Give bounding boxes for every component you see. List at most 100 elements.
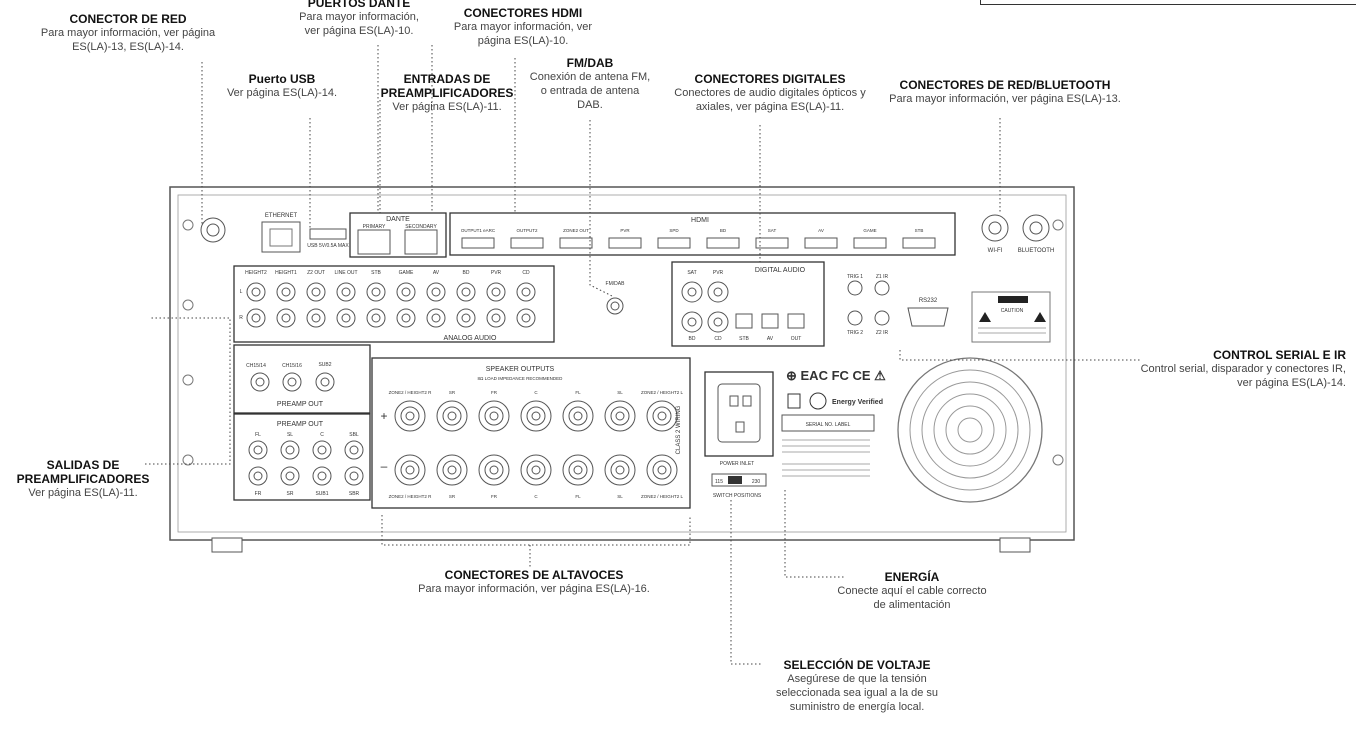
speaker-outputs: SPEAKER OUTPUTS 8Ω LOAD IMPEDANCE RECOMM… bbox=[371, 357, 691, 509]
callout-power: ENERGÍA Conecte aquí el cable correcto d… bbox=[836, 570, 988, 612]
dante-ports: DANTE PRIMARY SECONDARY bbox=[349, 212, 447, 258]
callout-fmdab-title: FM/DAB bbox=[566, 56, 614, 70]
binding-post bbox=[604, 400, 636, 432]
preamp-out-label: C bbox=[320, 432, 324, 438]
callout-network: CONECTOR DE RED Para mayor información, … bbox=[30, 12, 226, 54]
hdmi-port-label: AV bbox=[818, 228, 824, 233]
binding-post-center bbox=[489, 411, 499, 421]
preamp-jack bbox=[312, 440, 332, 460]
top-border-box bbox=[980, 0, 1356, 5]
rca-jack-center bbox=[371, 287, 381, 297]
binding-post bbox=[478, 400, 510, 432]
speaker-label-bottom: C bbox=[534, 494, 538, 499]
callout-digital-text: Conectores de audio digitales ópticos y … bbox=[674, 87, 866, 113]
hdmi-port-label: BD bbox=[720, 228, 727, 233]
binding-post-ring bbox=[652, 406, 672, 426]
preamp-jack-center bbox=[317, 471, 327, 481]
binding-post-center bbox=[573, 411, 583, 421]
callout-preamp-out-text: Ver página ES(LA)-11. bbox=[28, 487, 138, 499]
hdmi-port-label: SPD bbox=[669, 228, 679, 233]
v230-label: 230 bbox=[752, 479, 761, 485]
binding-post bbox=[604, 454, 636, 486]
coax-jack bbox=[707, 281, 729, 303]
speaker-label-bottom: SL bbox=[617, 494, 623, 499]
caution-label: CAUTION bbox=[971, 291, 1051, 343]
rca-jack-center bbox=[281, 287, 291, 297]
hdmi-port bbox=[559, 237, 593, 249]
analog-jack-label: HEIGHT1 bbox=[275, 270, 297, 276]
binding-post-ring bbox=[568, 406, 588, 426]
binding-post-center bbox=[405, 465, 415, 475]
preamp-jack-center bbox=[285, 445, 295, 455]
rca-jack bbox=[306, 308, 326, 328]
dante-primary-label: PRIMARY bbox=[363, 224, 386, 230]
rca-jack bbox=[366, 282, 386, 302]
binding-post bbox=[394, 454, 426, 486]
ch-label-2: CH15/16 bbox=[282, 363, 302, 369]
speaker-label-top: FL bbox=[575, 390, 581, 395]
callout-dante-text: Para mayor información, ver página ES(LA… bbox=[299, 11, 419, 37]
sub2-label: SUB2 bbox=[318, 362, 331, 368]
trigger-ir-ports: TRIG 1 TRIG 2 Z1 IR Z2 IR bbox=[847, 274, 890, 336]
speaker-label-bottom: ZONE2 / HEIGHT2 R bbox=[389, 494, 433, 499]
dante-label: DANTE bbox=[386, 216, 410, 223]
rca-jack bbox=[366, 308, 386, 328]
digital-coax-label: PVR bbox=[713, 270, 724, 276]
rca-jack bbox=[336, 308, 356, 328]
rca-jack bbox=[306, 282, 326, 302]
binding-post-center bbox=[531, 465, 541, 475]
binding-post bbox=[394, 400, 426, 432]
serial-label: SERIAL NO. LABEL bbox=[806, 422, 851, 428]
bluetooth-antenna: BLUETOOTH bbox=[1018, 214, 1055, 254]
binding-post-center bbox=[489, 465, 499, 475]
power-inlet: POWER INLET 115 230 SWITCH POSITIONS bbox=[704, 371, 774, 499]
rca-jack bbox=[276, 282, 296, 302]
cooling-fan-grille bbox=[897, 357, 1043, 503]
coax-jack bbox=[681, 281, 703, 303]
binding-post bbox=[562, 400, 594, 432]
dante-secondary-label: SECONDARY bbox=[405, 224, 437, 230]
rca-jack-center bbox=[491, 313, 501, 323]
digital-jack-label: BD bbox=[689, 336, 696, 342]
rca-jack-center bbox=[461, 313, 471, 323]
right-channel-label: R bbox=[239, 315, 243, 321]
binding-post bbox=[478, 454, 510, 486]
wifi-antenna-right: WI-FI bbox=[981, 214, 1009, 254]
rca-jack bbox=[456, 282, 476, 302]
binding-post bbox=[520, 454, 552, 486]
binding-post-ring bbox=[526, 406, 546, 426]
rca-jack bbox=[276, 308, 296, 328]
binding-post-center bbox=[447, 411, 457, 421]
analog-jack-label: PVR bbox=[491, 270, 502, 276]
callout-preamp-out-title: SALIDAS DE PREAMPLIFICADORES bbox=[16, 458, 150, 486]
speaker-label-top: ZONE2 / HEIGHT2 R bbox=[389, 390, 433, 395]
preamp-jack-center bbox=[349, 445, 359, 455]
callout-bluetooth-title: CONECTORES DE RED/BLUETOOTH bbox=[899, 78, 1111, 92]
rca-jack bbox=[396, 282, 416, 302]
analog-jack-label: BD bbox=[463, 270, 470, 276]
callout-preamp-out: SALIDAS DE PREAMPLIFICADORES Ver página … bbox=[8, 458, 158, 500]
coax-jack bbox=[707, 311, 729, 333]
binding-post-ring bbox=[568, 460, 588, 480]
speaker-label-bottom: SR bbox=[449, 494, 456, 499]
rca-jack-center bbox=[311, 313, 321, 323]
callout-speakers: CONECTORES DE ALTAVOCES Para mayor infor… bbox=[416, 568, 652, 596]
hdmi-port-label: ZONE2 OUT bbox=[563, 228, 589, 233]
preamp-out-label: SL bbox=[287, 432, 293, 438]
rca-jack-center bbox=[521, 287, 531, 297]
bluetooth-label: BLUETOOTH bbox=[1018, 248, 1055, 254]
hdmi-port bbox=[902, 237, 936, 249]
fm-dab-antenna: FM/DAB bbox=[606, 281, 625, 315]
plus-sign: + bbox=[380, 409, 387, 423]
preamp-jack-center bbox=[317, 445, 327, 455]
analog-jack-label: HEIGHT2 bbox=[245, 270, 267, 276]
preamp-out-label: FL bbox=[255, 432, 261, 438]
binding-post bbox=[520, 400, 552, 432]
hdmi-port bbox=[706, 237, 740, 249]
preamp-jack-center bbox=[285, 471, 295, 481]
z1ir-label: Z1 IR bbox=[876, 274, 889, 280]
hdmi-port bbox=[608, 237, 642, 249]
analog-audio-label: ANALOG AUDIO bbox=[444, 335, 497, 342]
